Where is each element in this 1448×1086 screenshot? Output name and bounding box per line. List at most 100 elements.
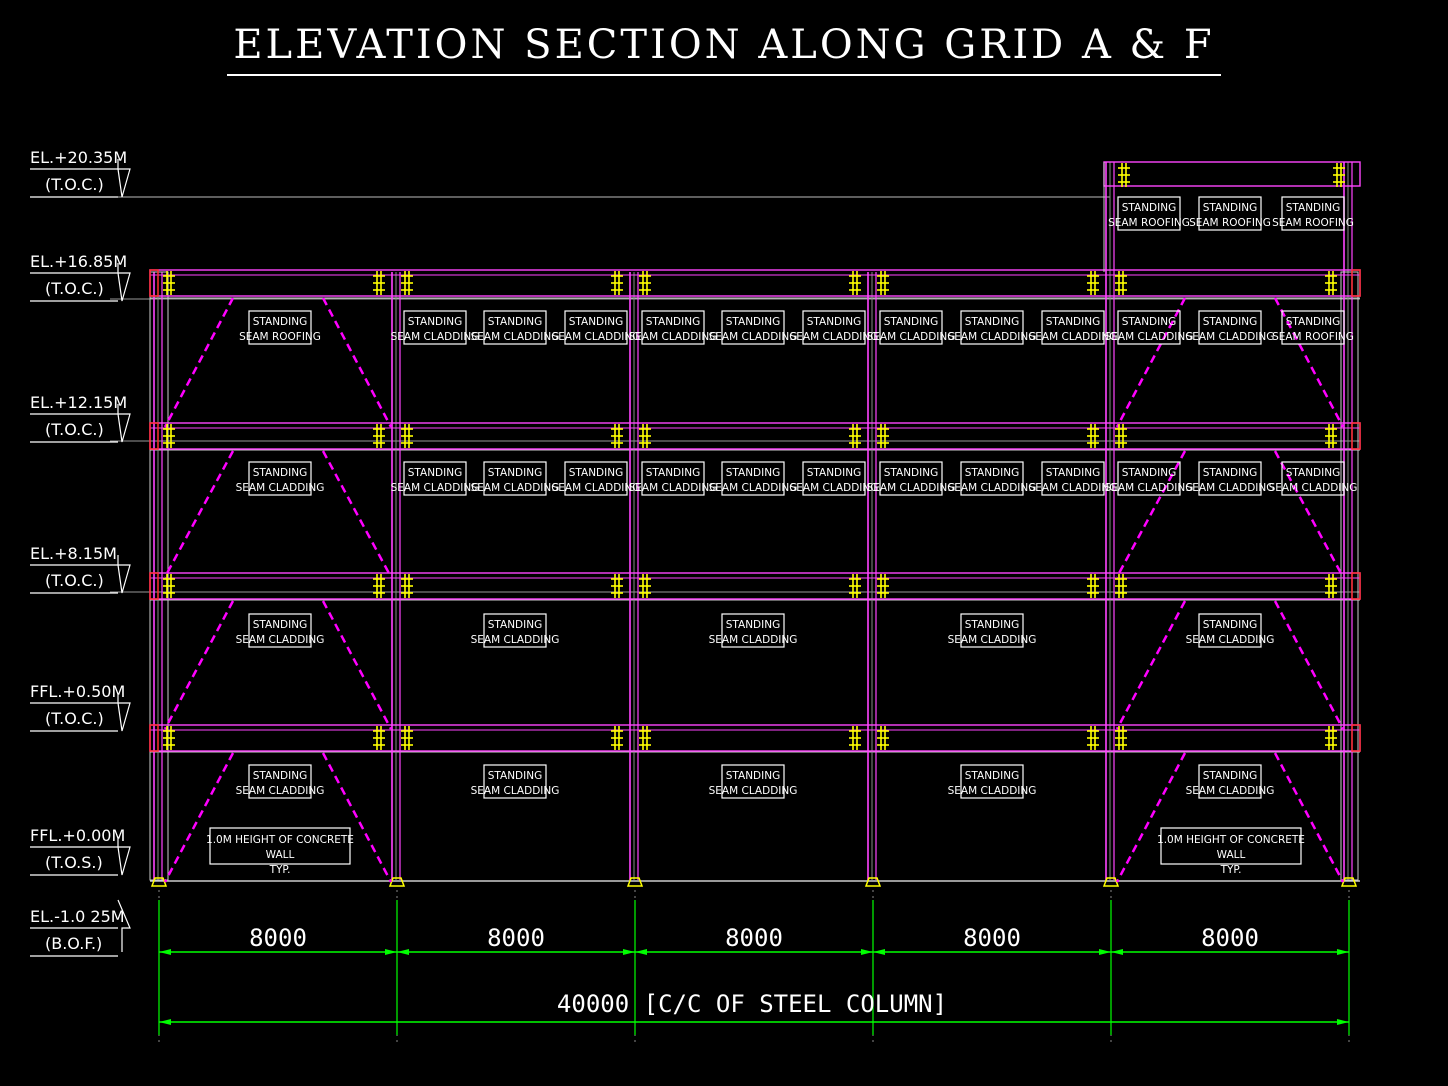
tag-line: SEAM CLADDING [1186, 331, 1275, 343]
level-name: EL.-1.0 25M [30, 907, 125, 926]
level-ref: (T.O.C.) [45, 175, 104, 194]
tag-line: STANDING [569, 467, 623, 479]
tag-box [721, 764, 785, 799]
bolt-group [401, 574, 413, 598]
tag-line: SEAM CLADDING [552, 331, 641, 343]
tag-line: STANDING [1122, 316, 1176, 328]
tag-box [1117, 461, 1181, 496]
tag-line: STANDING [1286, 467, 1340, 479]
level-ref: (T.O.S.) [45, 853, 103, 872]
brace [321, 297, 393, 428]
bolt-group [373, 424, 385, 448]
beam-end [149, 724, 159, 752]
bolt-group [877, 424, 889, 448]
bolt-group [163, 271, 175, 295]
bolt-group [849, 271, 861, 295]
level-symbol [117, 693, 131, 732]
bay-dimension: 8000 [249, 924, 307, 952]
wall-note-box [1160, 827, 1302, 865]
dim-arrow [1111, 949, 1123, 955]
beam [149, 724, 1361, 752]
beam-end [149, 572, 159, 600]
level-marker: EL.+8.15M(T.O.C.) [30, 544, 131, 594]
tag-line: SEAM CLADDING [1105, 482, 1194, 494]
tag-line: STANDING [884, 316, 938, 328]
level-ref: (T.O.C.) [45, 279, 104, 298]
bolt-group [163, 574, 175, 598]
tag-line: SEAM CLADDING [629, 331, 718, 343]
tag-box [248, 310, 312, 345]
tag-line: SEAM CLADDING [790, 331, 879, 343]
level-ref: (T.O.C.) [45, 709, 104, 728]
tag-line: SEAM CLADDING [1029, 482, 1118, 494]
tag-line: STANDING [488, 467, 542, 479]
tag-box [1198, 196, 1262, 231]
bolt-group [1325, 424, 1337, 448]
bolt-group [401, 424, 413, 448]
tag-box [1198, 461, 1262, 496]
dim-arrow [1337, 949, 1349, 955]
base-plate [1340, 877, 1358, 887]
brace [1115, 450, 1187, 578]
tag-line: SEAM CLADDING [709, 482, 798, 494]
base-plate [626, 877, 644, 887]
brace [321, 450, 393, 578]
bolt-group [611, 726, 623, 750]
wall-note-line: TYP. [269, 864, 291, 876]
tag-box [483, 310, 547, 345]
tag-box [879, 461, 943, 496]
tag-box [641, 461, 705, 496]
bay-dimension: 8000 [725, 924, 783, 952]
tag-line: SEAM CLADDING [1186, 482, 1275, 494]
beam-end [1351, 724, 1361, 752]
tag-box [483, 613, 547, 648]
beam-end [149, 269, 159, 297]
level-ref: (T.O.C.) [45, 420, 104, 439]
tag-line: STANDING [726, 770, 780, 782]
tag-line: SEAM CLADDING [236, 785, 325, 797]
brace [1115, 297, 1187, 428]
tag-line: STANDING [1203, 202, 1257, 214]
tag-line: SEAM CLADDING [1029, 331, 1118, 343]
tag-line: SEAM CLADDING [948, 482, 1037, 494]
tag-box [248, 764, 312, 799]
bolt-group [1115, 271, 1127, 295]
beam [149, 269, 1361, 297]
tag-box [802, 310, 866, 345]
tag-line: STANDING [646, 467, 700, 479]
tag-line: SEAM CLADDING [236, 482, 325, 494]
bolt-group [611, 424, 623, 448]
tag-box [1117, 310, 1181, 345]
tag-line: SEAM CLADDING [790, 482, 879, 494]
tag-line: SEAM CLADDING [471, 634, 560, 646]
wall-note-line: WALL [1217, 849, 1246, 861]
tag-box [1281, 310, 1345, 345]
end-column-cladding [1340, 271, 1359, 881]
tag-line: STANDING [965, 467, 1019, 479]
tag-line: SEAM ROOFING [1272, 217, 1354, 229]
tag-line: SEAM ROOFING [1108, 217, 1190, 229]
level-name: EL.+8.15M [30, 544, 117, 563]
tag-line: STANDING [807, 316, 861, 328]
bolt-group [1115, 726, 1127, 750]
level-marker: EL.+16.85M(T.O.C.) [30, 252, 131, 302]
tag-box [879, 310, 943, 345]
bolt-group [611, 574, 623, 598]
tag-line: SEAM CLADDING [1105, 331, 1194, 343]
brace [321, 600, 393, 730]
bolt-groups [163, 163, 1345, 750]
